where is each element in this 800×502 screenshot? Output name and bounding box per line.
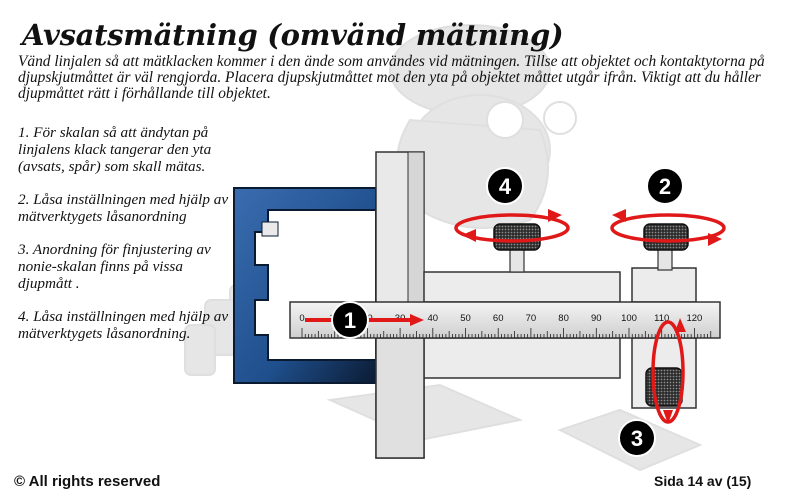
ruler-ticks [301,328,712,338]
ruler-tick-label: 110 [654,313,669,324]
page-title: Avsatsmätning (omvänd mätning) [22,18,564,52]
steps-list: 1. För skalan så att ändytan på linjalen… [18,124,233,358]
step-2-text: 2. Låsa inställningen med hjälp av mätve… [18,191,229,225]
ruler-tick-label: 120 [686,313,702,324]
badge-1: 1 [331,301,369,339]
step-4-text: 4. Låsa inställningen med hjälp av mätve… [18,308,229,342]
ruler-tick-label: 60 [493,313,504,324]
ruler-tick-label: 80 [558,313,569,324]
ruler-tick-label: 100 [621,313,637,324]
copyright-notice: © All rights reserved [14,473,161,490]
page-number: Sida 14 av (15) [654,473,752,489]
ruler-tick-label: 0 [299,313,304,324]
badge-4-label: 4 [499,174,512,199]
ruler-tick-label: 70 [526,313,537,324]
ruler-tick-label: 50 [460,313,471,324]
rotate-arrowheads [462,209,722,424]
badge-4: 4 [486,167,524,205]
badge-3: 3 [618,419,656,457]
ruler-tick-label: 90 [591,313,602,324]
ruler-tick-label: 40 [428,313,439,324]
intro-text: Vänd linjalen så att mätklacken kommer i… [18,53,765,102]
workpiece [233,187,377,384]
step-1-text: 1. För skalan så att ändytan på linjalen… [18,124,212,175]
badge-3-label: 3 [631,426,643,451]
badge-2-label: 2 [659,174,671,199]
step-3-text: 3. Anordning för finjustering av nonie-s… [18,241,211,292]
badge-1-label: 1 [344,308,356,333]
badge-2: 2 [646,167,684,205]
